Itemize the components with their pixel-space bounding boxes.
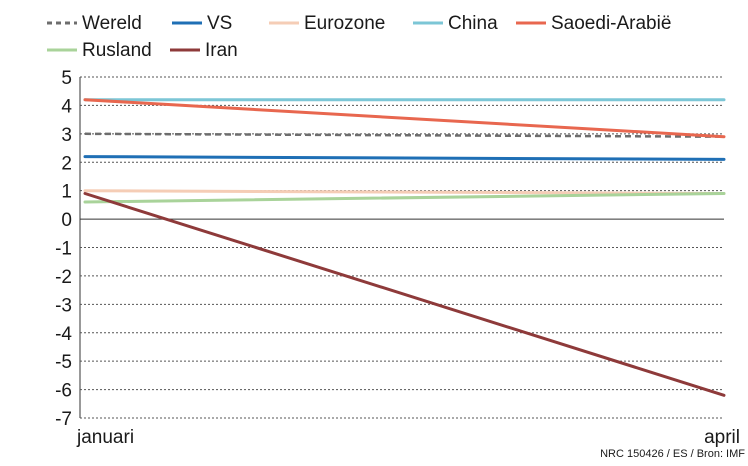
y-tick-label: -5 — [55, 352, 72, 373]
y-tick-label: 0 — [61, 210, 72, 231]
series-line-wereld — [84, 132, 725, 138]
y-tick-label: -4 — [55, 324, 72, 345]
x-axis-ticks: januari april — [76, 427, 740, 448]
series-line-saoedi-arabie — [83, 98, 726, 139]
series-line-rusland — [83, 192, 726, 204]
x-tick-label: april — [704, 427, 740, 448]
y-tick-label: 1 — [61, 182, 72, 203]
series-line-iran — [83, 192, 726, 397]
y-tick-label: -7 — [55, 409, 72, 430]
legend-item-china: China — [413, 13, 498, 34]
y-tick-label: -6 — [55, 381, 72, 402]
y-tick-label: -2 — [55, 267, 72, 288]
legend-item-iran: Iran — [170, 40, 238, 61]
legend-label: Eurozone — [304, 13, 385, 34]
legend: Wereld VS Eurozone China Saoedi-ArabiëRuslan… — [47, 13, 671, 61]
series-line-vs — [83, 155, 726, 161]
legend-label: Rusland — [82, 40, 152, 61]
y-tick-label: 2 — [61, 153, 72, 174]
legend-item-wereld: Wereld — [47, 13, 142, 34]
legend-label: Saoedi-Arabië — [551, 13, 671, 34]
y-tick-label: 3 — [61, 125, 72, 146]
y-axis-ticks: 5 4 3 2 1 0 -1 -2 -3 -4 -5 -6 -7 — [55, 68, 72, 430]
source-note: NRC 150426 / ES / Bron: IMF — [600, 448, 745, 460]
series-lines — [83, 98, 726, 397]
legend-item-eurozone: Eurozone — [269, 13, 385, 34]
y-tick-label: 4 — [61, 96, 72, 117]
legend-label: VS — [207, 13, 232, 34]
legend-label: Wereld — [82, 13, 142, 34]
y-tick-label: -1 — [55, 239, 72, 260]
grid — [79, 76, 724, 419]
y-tick-label: 5 — [61, 68, 72, 89]
series-line-eurozone — [83, 189, 726, 195]
legend-label: Iran — [205, 40, 238, 61]
legend-label: China — [448, 13, 498, 34]
legend-item-saoedi-arabie: Saoedi-Arabië — [516, 13, 671, 34]
y-tick-label: -3 — [55, 295, 72, 316]
legend-item-vs: VS — [172, 13, 232, 34]
x-tick-label: januari — [76, 427, 134, 448]
legend-item-rusland: Rusland — [47, 40, 152, 61]
